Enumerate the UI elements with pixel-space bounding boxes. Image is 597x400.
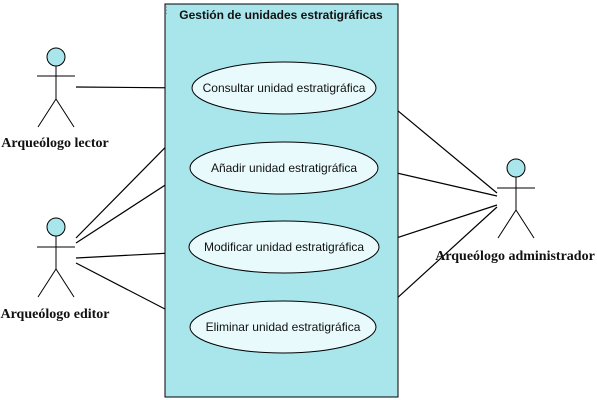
stick-figure-icon[interactable] <box>497 158 535 239</box>
use-case-modificar[interactable]: Modificar unidad estratigráfica <box>188 220 380 274</box>
use-case-ellipse[interactable] <box>191 61 377 115</box>
actor-label: Arqueólogo administrador <box>435 249 595 264</box>
use-case-label: Modificar unidad estratigráfica <box>204 240 364 254</box>
actor-leg-left <box>37 98 57 128</box>
actor-leg-right <box>515 209 535 239</box>
stick-figure-icon[interactable] <box>37 47 75 128</box>
actor-head <box>506 158 526 178</box>
use-case-consultar[interactable]: Consultar unidad estratigráfica <box>191 61 377 115</box>
actor-arqueologo-editor[interactable]: Arqueólogo editor <box>0 217 110 322</box>
use-case-ellipse[interactable] <box>188 220 380 274</box>
use-case-ellipse[interactable] <box>189 141 379 195</box>
use-case-ellipse[interactable] <box>189 300 377 354</box>
stick-figure-icon[interactable] <box>37 217 75 298</box>
use-case-eliminar[interactable]: Eliminar unidad estratigráfica <box>189 300 377 354</box>
actor-arqueologo-lector[interactable]: Arqueólogo lector <box>1 47 109 151</box>
actor-leg-left <box>37 268 57 298</box>
actor-leg-right <box>55 268 75 298</box>
system-title: Gestión de unidades estratigráficas <box>179 8 383 22</box>
boundary-handle-mark: ⋮ <box>162 6 171 16</box>
actor-label: Arqueólogo lector <box>1 136 108 151</box>
actor-leg-left <box>497 209 517 239</box>
actor-head <box>46 217 66 237</box>
actor-head <box>46 47 66 67</box>
use-case-label: Consultar unidad estratigráfica <box>203 81 366 95</box>
actor-label: Arqueólogo editor <box>0 307 109 322</box>
actor-arqueologo-administrador[interactable]: Arqueólogo administrador <box>435 158 595 264</box>
use-case-anadir[interactable]: Añadir unidad estratigráfica <box>189 141 379 195</box>
actor-leg-right <box>55 98 75 128</box>
use-case-label: Eliminar unidad estratigráfica <box>206 320 361 334</box>
use-case-label: Añadir unidad estratigráfica <box>211 161 357 175</box>
